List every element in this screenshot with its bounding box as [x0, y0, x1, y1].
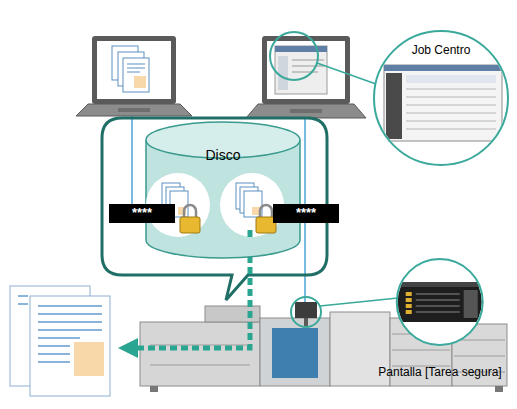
- password-mask: ****: [132, 206, 152, 221]
- password-mask: ****: [296, 206, 316, 221]
- print-path: [128, 256, 250, 348]
- disk-cylinder: Disco: [145, 120, 301, 260]
- laptop-right: [246, 32, 376, 118]
- callout-circle: Job Centro: [374, 31, 508, 165]
- node-label: Disco: [205, 147, 240, 163]
- node-label: Job Centro: [412, 44, 471, 58]
- laptop-left: [76, 36, 192, 116]
- network-line: [131, 116, 133, 204]
- password-box: ****: [109, 204, 175, 223]
- disk-shape: [145, 120, 301, 260]
- callout-circle-shape: [376, 258, 503, 384]
- callout-circle: Pantalla [Tarea segura]: [376, 258, 503, 384]
- node-label: Pantalla [Tarea segura]: [378, 366, 501, 380]
- password-box: ****: [273, 204, 339, 223]
- output-pages: [10, 286, 110, 396]
